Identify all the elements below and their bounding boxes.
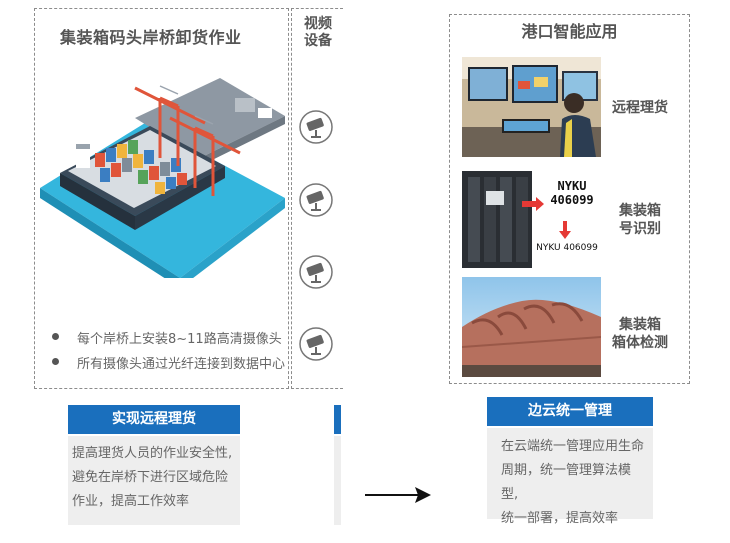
bullet-dot bbox=[52, 333, 59, 340]
bullet-text: 每个岸桥上安装8~11路高清摄像头 bbox=[77, 332, 282, 347]
right-arrow-icon bbox=[365, 487, 431, 503]
app-label-line: 远程理货 bbox=[612, 100, 668, 116]
smart-port-title: 港口智能应用 bbox=[521, 22, 618, 41]
app-label-line: 号识别 bbox=[619, 221, 661, 237]
shore-crane-panel bbox=[34, 8, 289, 389]
app-label-line: 箱体检测 bbox=[612, 335, 668, 351]
edge-cloud-description: 在云端统一管理应用生命 周期，统一管理算法模型, 统一部署，提高效率 bbox=[487, 428, 653, 526]
ocr-big-text: NYKU bbox=[557, 179, 587, 193]
bullet-item: 所有摄像头通过光纤连接到数据中心 bbox=[52, 353, 285, 372]
bullet-dot bbox=[52, 358, 59, 365]
ocr-big-text: 406099 bbox=[550, 193, 594, 207]
partial-header-bar bbox=[334, 405, 341, 434]
video-device-panel bbox=[291, 8, 343, 389]
port-illustration bbox=[40, 78, 285, 278]
container-body-photo bbox=[462, 277, 601, 377]
partial-description-box bbox=[334, 436, 341, 525]
bullet-text: 所有摄像头通过光纤连接到数据中心 bbox=[77, 357, 286, 372]
description-line: 作业，提高工作效率 bbox=[72, 494, 190, 509]
remote-tally-description: 提高理货人员的作业安全性, 避免在岸桥下进行区域危险 作业，提高工作效率 bbox=[68, 436, 240, 525]
shore-crane-title: 集装箱码头岸桥卸货作业 bbox=[60, 28, 242, 47]
smart-port-panel bbox=[449, 14, 690, 384]
camera-icon bbox=[299, 110, 333, 144]
description-line: 在云端统一管理应用生命 bbox=[501, 439, 645, 454]
description-line: 避免在岸桥下进行区域危险 bbox=[72, 470, 229, 485]
video-device-title: 视频设备 bbox=[304, 16, 332, 49]
container-number-photo: NYKU 406099 NYKU 406099 bbox=[462, 171, 601, 268]
description-line: 提高理货人员的作业安全性, bbox=[72, 446, 233, 461]
app-label-container-id: 集装箱 号识别 bbox=[605, 202, 675, 238]
ocr-result-text: NYKU 406099 bbox=[536, 243, 598, 253]
camera-icon bbox=[299, 255, 333, 289]
app-label-line: 集装箱 bbox=[619, 203, 661, 219]
bullet-item: 每个岸桥上安装8~11路高清摄像头 bbox=[52, 328, 282, 347]
app-label-line: 集装箱 bbox=[619, 317, 661, 333]
remote-tally-header: 实现远程理货 bbox=[68, 405, 240, 434]
app-label-container-inspection: 集装箱 箱体检测 bbox=[605, 316, 675, 352]
remote-tally-photo bbox=[462, 57, 601, 157]
app-label-remote-tally: 远程理货 bbox=[605, 99, 675, 117]
description-line: 周期，统一管理算法模型, bbox=[501, 463, 632, 502]
description-line: 统一部署，提高效率 bbox=[501, 511, 619, 526]
camera-icon bbox=[299, 327, 333, 361]
edge-cloud-header: 边云统一管理 bbox=[487, 397, 653, 426]
camera-icon bbox=[299, 183, 333, 217]
container-door-image bbox=[462, 171, 601, 268]
